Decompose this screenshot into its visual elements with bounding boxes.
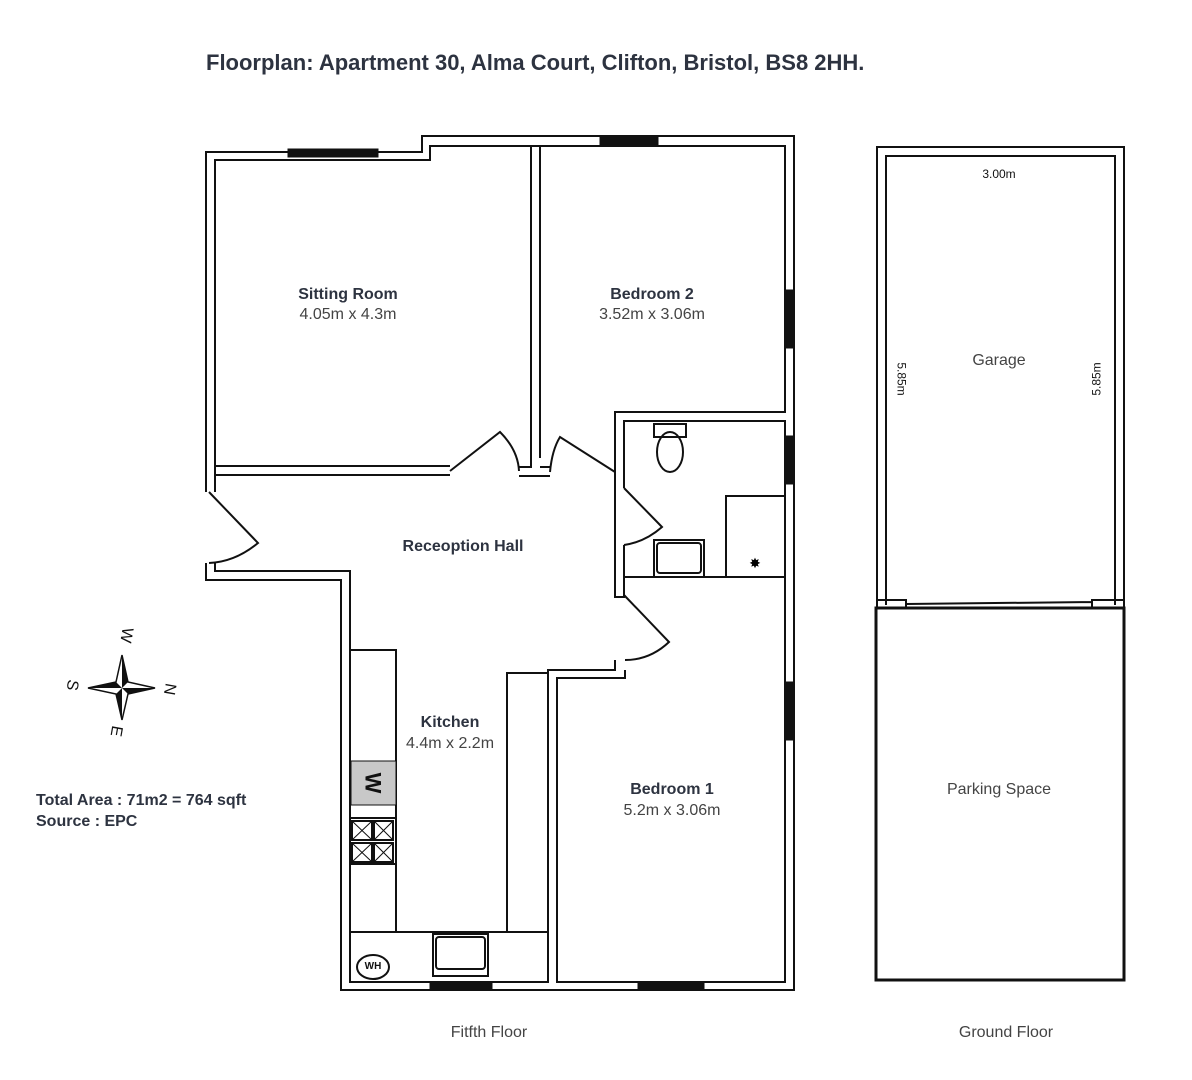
room-dims-bedroom2: 3.52m x 3.06m (599, 306, 705, 323)
fixtures: ✸ (349, 423, 786, 983)
total-area: Total Area : 71m2 = 764 sqft (36, 792, 247, 809)
water-heater-label: WH (364, 961, 382, 972)
doors (208, 430, 671, 661)
room-name-hall: Receoption Hall (402, 538, 524, 555)
room-name-kitchen: Kitchen (420, 714, 480, 731)
room-dims-bedroom1: 5.2m x 3.06m (623, 802, 721, 819)
room-name-parking: Parking Space (946, 781, 1052, 798)
room-dims-sitting: 4.05m x 4.3m (299, 306, 397, 323)
room-name-garage: Garage (972, 352, 1026, 369)
compass-rose (87, 654, 156, 721)
compass-w: W (116, 626, 136, 645)
room-dims-kitchen: 4.4m x 2.2m (405, 735, 495, 752)
garage-length-right: 5.85m (1089, 362, 1104, 396)
room-name-bedroom1: Bedroom 1 (630, 781, 714, 798)
floor-label-ground: Ground Floor (958, 1024, 1054, 1041)
page-title: Floorplan: Apartment 30, Alma Court, Cli… (206, 50, 865, 75)
floor-label-fifth: Fitfth Floor (450, 1024, 528, 1041)
fifth-floor-walls (205, 135, 795, 991)
garage-width: 3.00m (982, 167, 1016, 181)
room-name-sitting: Sitting Room (298, 286, 398, 303)
ground-floor-walls (874, 146, 1126, 982)
windows (287, 136, 795, 991)
source: Source : EPC (36, 813, 138, 830)
room-name-bedroom2: Bedroom 2 (610, 286, 694, 303)
washer-label: W (360, 772, 386, 794)
garage-length-left: 5.85m (894, 362, 909, 396)
svg-text:✸: ✸ (749, 555, 761, 571)
